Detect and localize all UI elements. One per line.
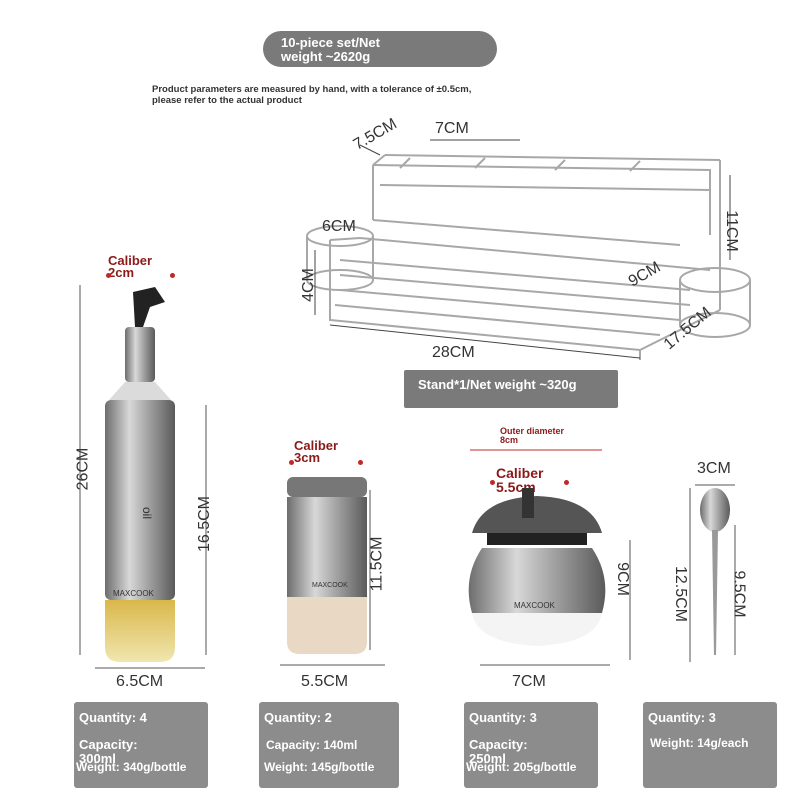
shaker-dim-lines (280, 490, 385, 666)
svg-text:oil: oil (140, 507, 154, 519)
shaker-illustration: MAXCOOK (287, 477, 367, 654)
spoon-handle-length-label: 9.5CM (730, 570, 748, 618)
oil-capacity: Capacity: 300ml (79, 737, 138, 766)
svg-text:MAXCOOK: MAXCOOK (312, 582, 348, 589)
oil-caliber-dot-right (170, 273, 175, 278)
jar-capacity: Capacity: 250ml (469, 737, 528, 766)
stand-length-label: 28CM (432, 344, 475, 361)
svg-text:MAXCOOK: MAXCOOK (514, 601, 556, 610)
shaker-weight: Weight: 145g/bottle (264, 760, 375, 774)
stand-slot-label: 7CM (435, 120, 469, 137)
oil-bottle-illustration: oil MAXCOOK (105, 287, 175, 662)
jar-outer-dim-line (470, 449, 602, 451)
shaker-height-label: 11.5CM (368, 536, 386, 592)
spoon-info-box: Quantity: 3 Weight: 14g/each (643, 702, 777, 788)
spoon-width-label: 3CM (697, 460, 731, 477)
shaker-width-label: 5.5CM (301, 673, 349, 690)
stand-illustration (306, 139, 751, 360)
spoon-total-length-label: 12.5CM (672, 565, 690, 623)
stand-left-height-label: 4CM (299, 268, 317, 302)
oil-body-height-label: 16.5CM (196, 495, 214, 553)
oil-height-label: 26CM (74, 447, 92, 491)
jar-caliber-dot-left (490, 480, 495, 485)
oil-weight: Weight: 340g/bottle (76, 760, 187, 774)
oil-info-box: Quantity: 4 Capacity: 300ml Weight: 340g… (74, 702, 208, 788)
jar-caliber-dot-right (564, 480, 569, 485)
shaker-capacity: Capacity: 140ml (266, 738, 358, 752)
measurement-note: Product parameters are measured by hand,… (152, 84, 472, 106)
shaker-caliber-dot-left (289, 460, 294, 465)
jar-info-box: Quantity: 3 Capacity: 250ml Weight: 205g… (464, 702, 598, 788)
shaker-caliber-dot-right (358, 460, 363, 465)
set-weight-text: 10-piece set/Net weight ~2620g (281, 35, 380, 64)
stand-ring-label: 6CM (322, 218, 356, 235)
jar-quantity: Quantity: 3 (469, 710, 537, 725)
jar-illustration: MAXCOOK (468, 488, 606, 646)
set-weight-badge: 10-piece set/Net weight ~2620g (263, 31, 497, 67)
jar-width-label: 7CM (512, 673, 546, 690)
oil-dim-lines (79, 285, 207, 669)
stand-right-height-label: 11CM (722, 210, 740, 252)
svg-text:MAXCOOK: MAXCOOK (113, 589, 155, 598)
stand-weight-badge: Stand*1/Net weight ~320g (404, 370, 618, 408)
oil-quantity: Quantity: 4 (79, 710, 147, 725)
shaker-info-box: Quantity: 2 Capacity: 140ml Weight: 145g… (259, 702, 399, 788)
jar-height-label: 9CM (613, 562, 631, 596)
spoon-quantity: Quantity: 3 (648, 710, 716, 725)
stand-weight-text: Stand*1/Net weight ~320g (418, 377, 577, 392)
shaker-quantity: Quantity: 2 (264, 710, 332, 725)
oil-width-label: 6.5CM (116, 673, 164, 690)
jar-weight: Weight: 205g/bottle (466, 760, 577, 774)
jar-outer-diameter-label: Outer diameter 8cm (500, 426, 565, 445)
oil-caliber-label: Caliber 2cm (108, 253, 153, 280)
spoon-weight: Weight: 14g/each (650, 736, 749, 750)
shaker-caliber-label: Caliber 3cm (294, 438, 339, 465)
jar-dim-lines (480, 540, 631, 666)
spoon-illustration (689, 484, 736, 662)
oil-caliber-dot-left (106, 273, 111, 278)
